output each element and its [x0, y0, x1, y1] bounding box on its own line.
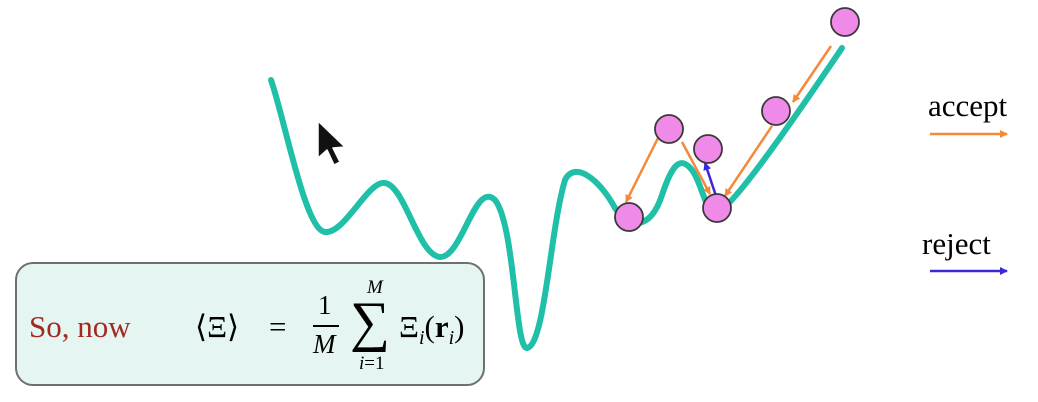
formula-position-index: i — [448, 327, 455, 349]
walker-ball — [654, 114, 684, 144]
formula-sum-lower-limit: i=1 — [359, 354, 385, 373]
formula-fraction-denominator: M — [313, 329, 336, 359]
formula-sum-symbol: ∑ — [350, 291, 390, 353]
accept-move-arrow-1 — [791, 45, 833, 103]
walker-ball — [830, 7, 860, 37]
mouse-cursor-icon — [317, 120, 346, 166]
formula-sum-upper-limit: M — [367, 277, 383, 298]
legend-accept-label: accept — [928, 88, 1008, 123]
walker-ball — [702, 193, 732, 223]
formula-equals: = — [269, 309, 287, 344]
walker-ball — [761, 96, 791, 126]
walker-ball — [693, 134, 723, 164]
legend-reject-label: reject — [922, 226, 991, 261]
formula-position-vector: r — [434, 309, 449, 344]
formula-box: So, now ⟨Ξ⟩ = 1 M M ∑ i=1 Ξi(ri) — [15, 262, 485, 386]
formula-summand-index: i — [418, 327, 425, 349]
accept-move-arrow-3 — [680, 141, 712, 195]
formula-intro-text: So, now — [29, 309, 131, 344]
formula-fraction-numerator: 1 — [318, 290, 332, 320]
formula-close-paren: ) — [454, 309, 465, 344]
formula-sum-start: =1 — [364, 353, 385, 374]
formula-average-symbol: ⟨Ξ⟩ — [195, 309, 240, 344]
formula-open-paren: ( — [424, 309, 435, 344]
accept-move-arrow-4 — [624, 135, 661, 203]
formula-summand: Ξi(ri) — [399, 311, 464, 348]
energy-curve — [268, 45, 845, 352]
walker-ball — [614, 202, 644, 232]
formula-sum-index: i — [359, 353, 365, 374]
formula-fraction-bar — [313, 325, 339, 327]
accept-move-arrow-2 — [723, 125, 774, 197]
reject-move-arrow — [703, 162, 718, 197]
formula-summand-symbol: Ξ — [399, 309, 419, 344]
